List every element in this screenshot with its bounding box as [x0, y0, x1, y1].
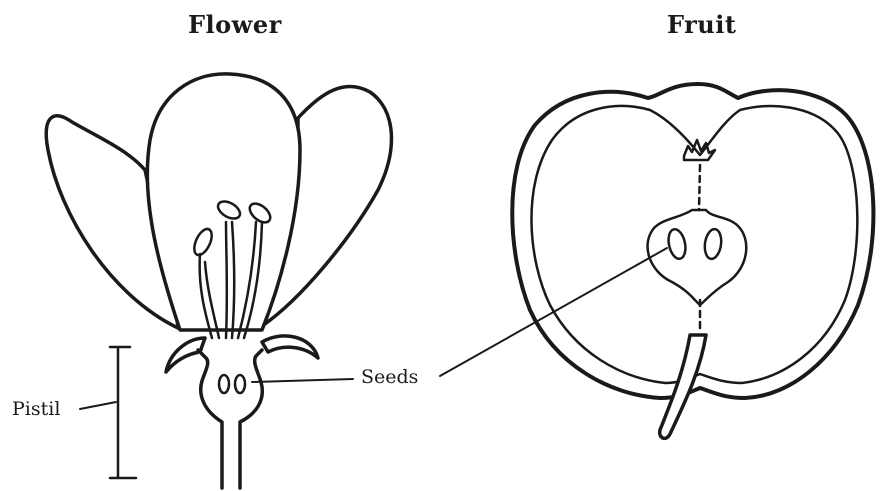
flower-pistil: [198, 350, 262, 488]
pistil-bracket: [110, 347, 136, 478]
flower-seed: [235, 375, 245, 393]
pistil-label: Pistil: [12, 398, 60, 420]
seeds-pointer-flower: [252, 379, 353, 382]
fruit-illustration: [440, 84, 873, 438]
flower-seed: [219, 375, 229, 393]
flower-illustration: [46, 74, 391, 488]
flower-sepal-right: [262, 336, 318, 358]
seeds-label: Seeds: [361, 366, 418, 388]
pistil-pointer: [80, 402, 116, 409]
fruit-core-line-top: [699, 165, 700, 210]
